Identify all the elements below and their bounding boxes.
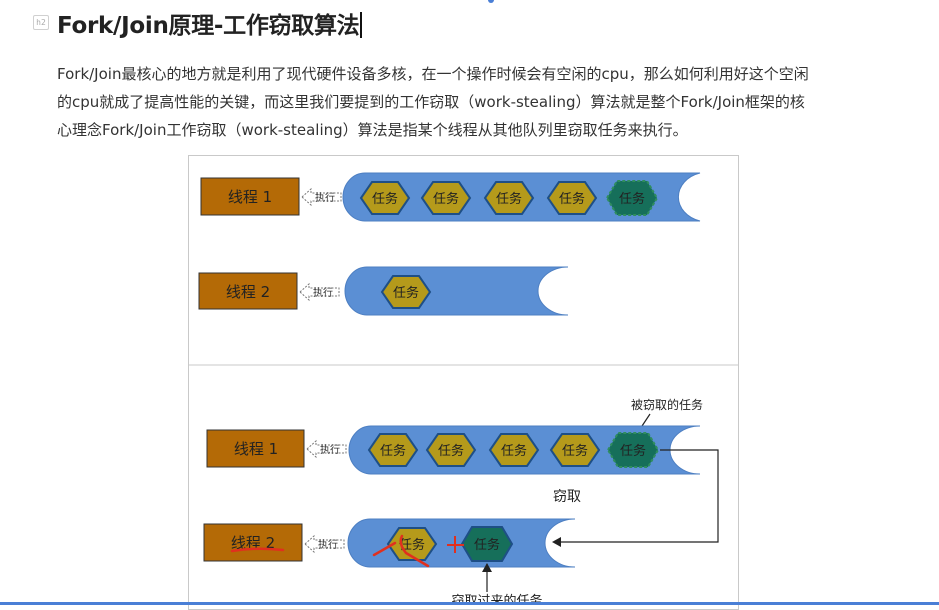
paragraph-line-2: 的cpu就成了提高性能的关键，而这里我们要提到的工作窃取（work-steali…: [57, 93, 805, 111]
thread-1-box: [200, 177, 300, 216]
execute-arrow-1: [301, 187, 342, 207]
steal-connector-head: [552, 537, 561, 547]
task-label: 任务: [501, 443, 527, 459]
top-scroll-indicator: [488, 0, 494, 3]
task-label: 任务: [474, 537, 500, 553]
stolen-task-hexagon: [606, 432, 660, 468]
red-underline-mark: [230, 547, 285, 553]
thread-2-label: 线程 2: [226, 283, 270, 301]
task-hexagon: [380, 275, 432, 309]
task-hexagon: [420, 181, 472, 215]
stolen-task-caption: 被窃取的任务: [631, 397, 703, 412]
queue-1-tasks: 任务 任务 任务 任务 任务: [359, 180, 659, 216]
execute-label-1: 执行: [320, 443, 340, 456]
paragraph-line-1: Fork/Join最核心的地方就是利用了现代硬件设备多核，在一个操作时候会有空闲…: [57, 65, 809, 83]
red-strike-mark: [372, 534, 430, 568]
task-hexagon: [483, 181, 535, 215]
execute-label-1: 执行: [315, 191, 335, 204]
task-hexagon: [386, 527, 438, 561]
task-label: 任务: [438, 443, 464, 459]
execute-arrow-1: [306, 439, 347, 459]
steal-connector: [560, 449, 719, 543]
task-hexagon: [359, 181, 411, 215]
task-label: 任务: [393, 285, 419, 301]
paragraph-line-3: 心理念Fork/Join工作窃取（work-stealing）算法是指某个线程从…: [57, 121, 688, 139]
task-hexagon: [367, 433, 419, 467]
task-label: 任务: [562, 443, 588, 459]
task-label: 任务: [559, 191, 585, 207]
queue-2: [344, 266, 569, 316]
task-hexagon: [425, 433, 477, 467]
thread-1-box: [206, 429, 305, 468]
task-label: 任务: [619, 191, 645, 207]
thread-2-box: [203, 523, 303, 562]
execute-arrow-2: [299, 282, 340, 302]
text-caret: [360, 12, 362, 38]
steal-label: 窃取: [553, 489, 581, 505]
heading-level-marker: h2: [33, 15, 49, 30]
body-paragraph[interactable]: Fork/Join最核心的地方就是利用了现代硬件设备多核，在一个操作时候会有空闲…: [57, 60, 877, 144]
bottom-status-bar: [0, 602, 939, 605]
task-hexagon: [546, 181, 598, 215]
thread-1-label: 线程 1: [228, 188, 272, 206]
stolen-task-hexagon: [460, 526, 514, 562]
task-label: 任务: [380, 443, 406, 459]
task-label: 任务: [496, 191, 522, 207]
execute-arrow-2: [304, 534, 345, 554]
queue-1-tasks: 任务 任务 任务 任务 任务: [367, 432, 660, 468]
task-hexagon: [549, 433, 601, 467]
stealable-task-hexagon: [605, 180, 659, 216]
task-label: 任务: [433, 191, 459, 207]
page-title[interactable]: Fork/Join原理-工作窃取算法: [57, 6, 362, 40]
thread-2-box: [198, 272, 298, 310]
execute-label-2: 执行: [313, 286, 333, 299]
task-hexagon: [488, 433, 540, 467]
task-label: 任务: [399, 537, 425, 553]
red-cross-mark: [447, 536, 464, 553]
task-label: 任务: [620, 443, 646, 459]
task-label: 任务: [372, 191, 398, 207]
execute-label-2: 执行: [318, 538, 338, 551]
stolen-here-pointer-head: [482, 563, 492, 572]
thread-1-label: 线程 1: [234, 440, 278, 458]
